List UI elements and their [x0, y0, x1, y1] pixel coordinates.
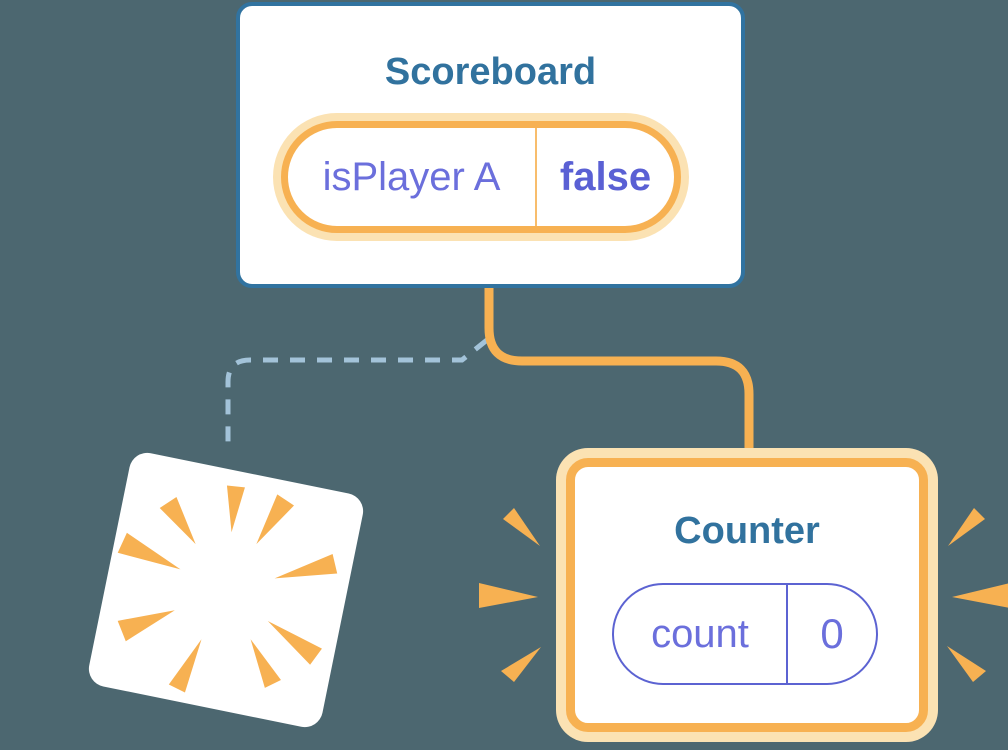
- emphasis-marks-left-icon: [479, 508, 541, 682]
- pill-divider: [535, 128, 537, 226]
- scoreboard-card: Scoreboard isPlayer A false: [236, 2, 745, 288]
- dashed-connector-line: [225, 338, 489, 452]
- destroyed-card: [85, 449, 367, 731]
- counter-state-key: count: [651, 611, 749, 656]
- active-connector-line: [484, 285, 754, 452]
- scoreboard-state-pill: isPlayer A false: [281, 121, 681, 233]
- counter-state-pill: count 0: [612, 583, 878, 685]
- scoreboard-state-value: false: [559, 154, 652, 199]
- scoreboard-title: Scoreboard: [384, 51, 597, 93]
- scoreboard-state-key: isPlayer A: [322, 154, 501, 199]
- emphasis-marks-right-icon: [947, 508, 1008, 682]
- burst-rays-icon: [117, 485, 338, 693]
- counter-title: Counter: [674, 510, 820, 552]
- counter-card: Counter count 0: [566, 458, 928, 732]
- counter-state-value: 0: [820, 610, 844, 657]
- pill-divider: [786, 585, 788, 683]
